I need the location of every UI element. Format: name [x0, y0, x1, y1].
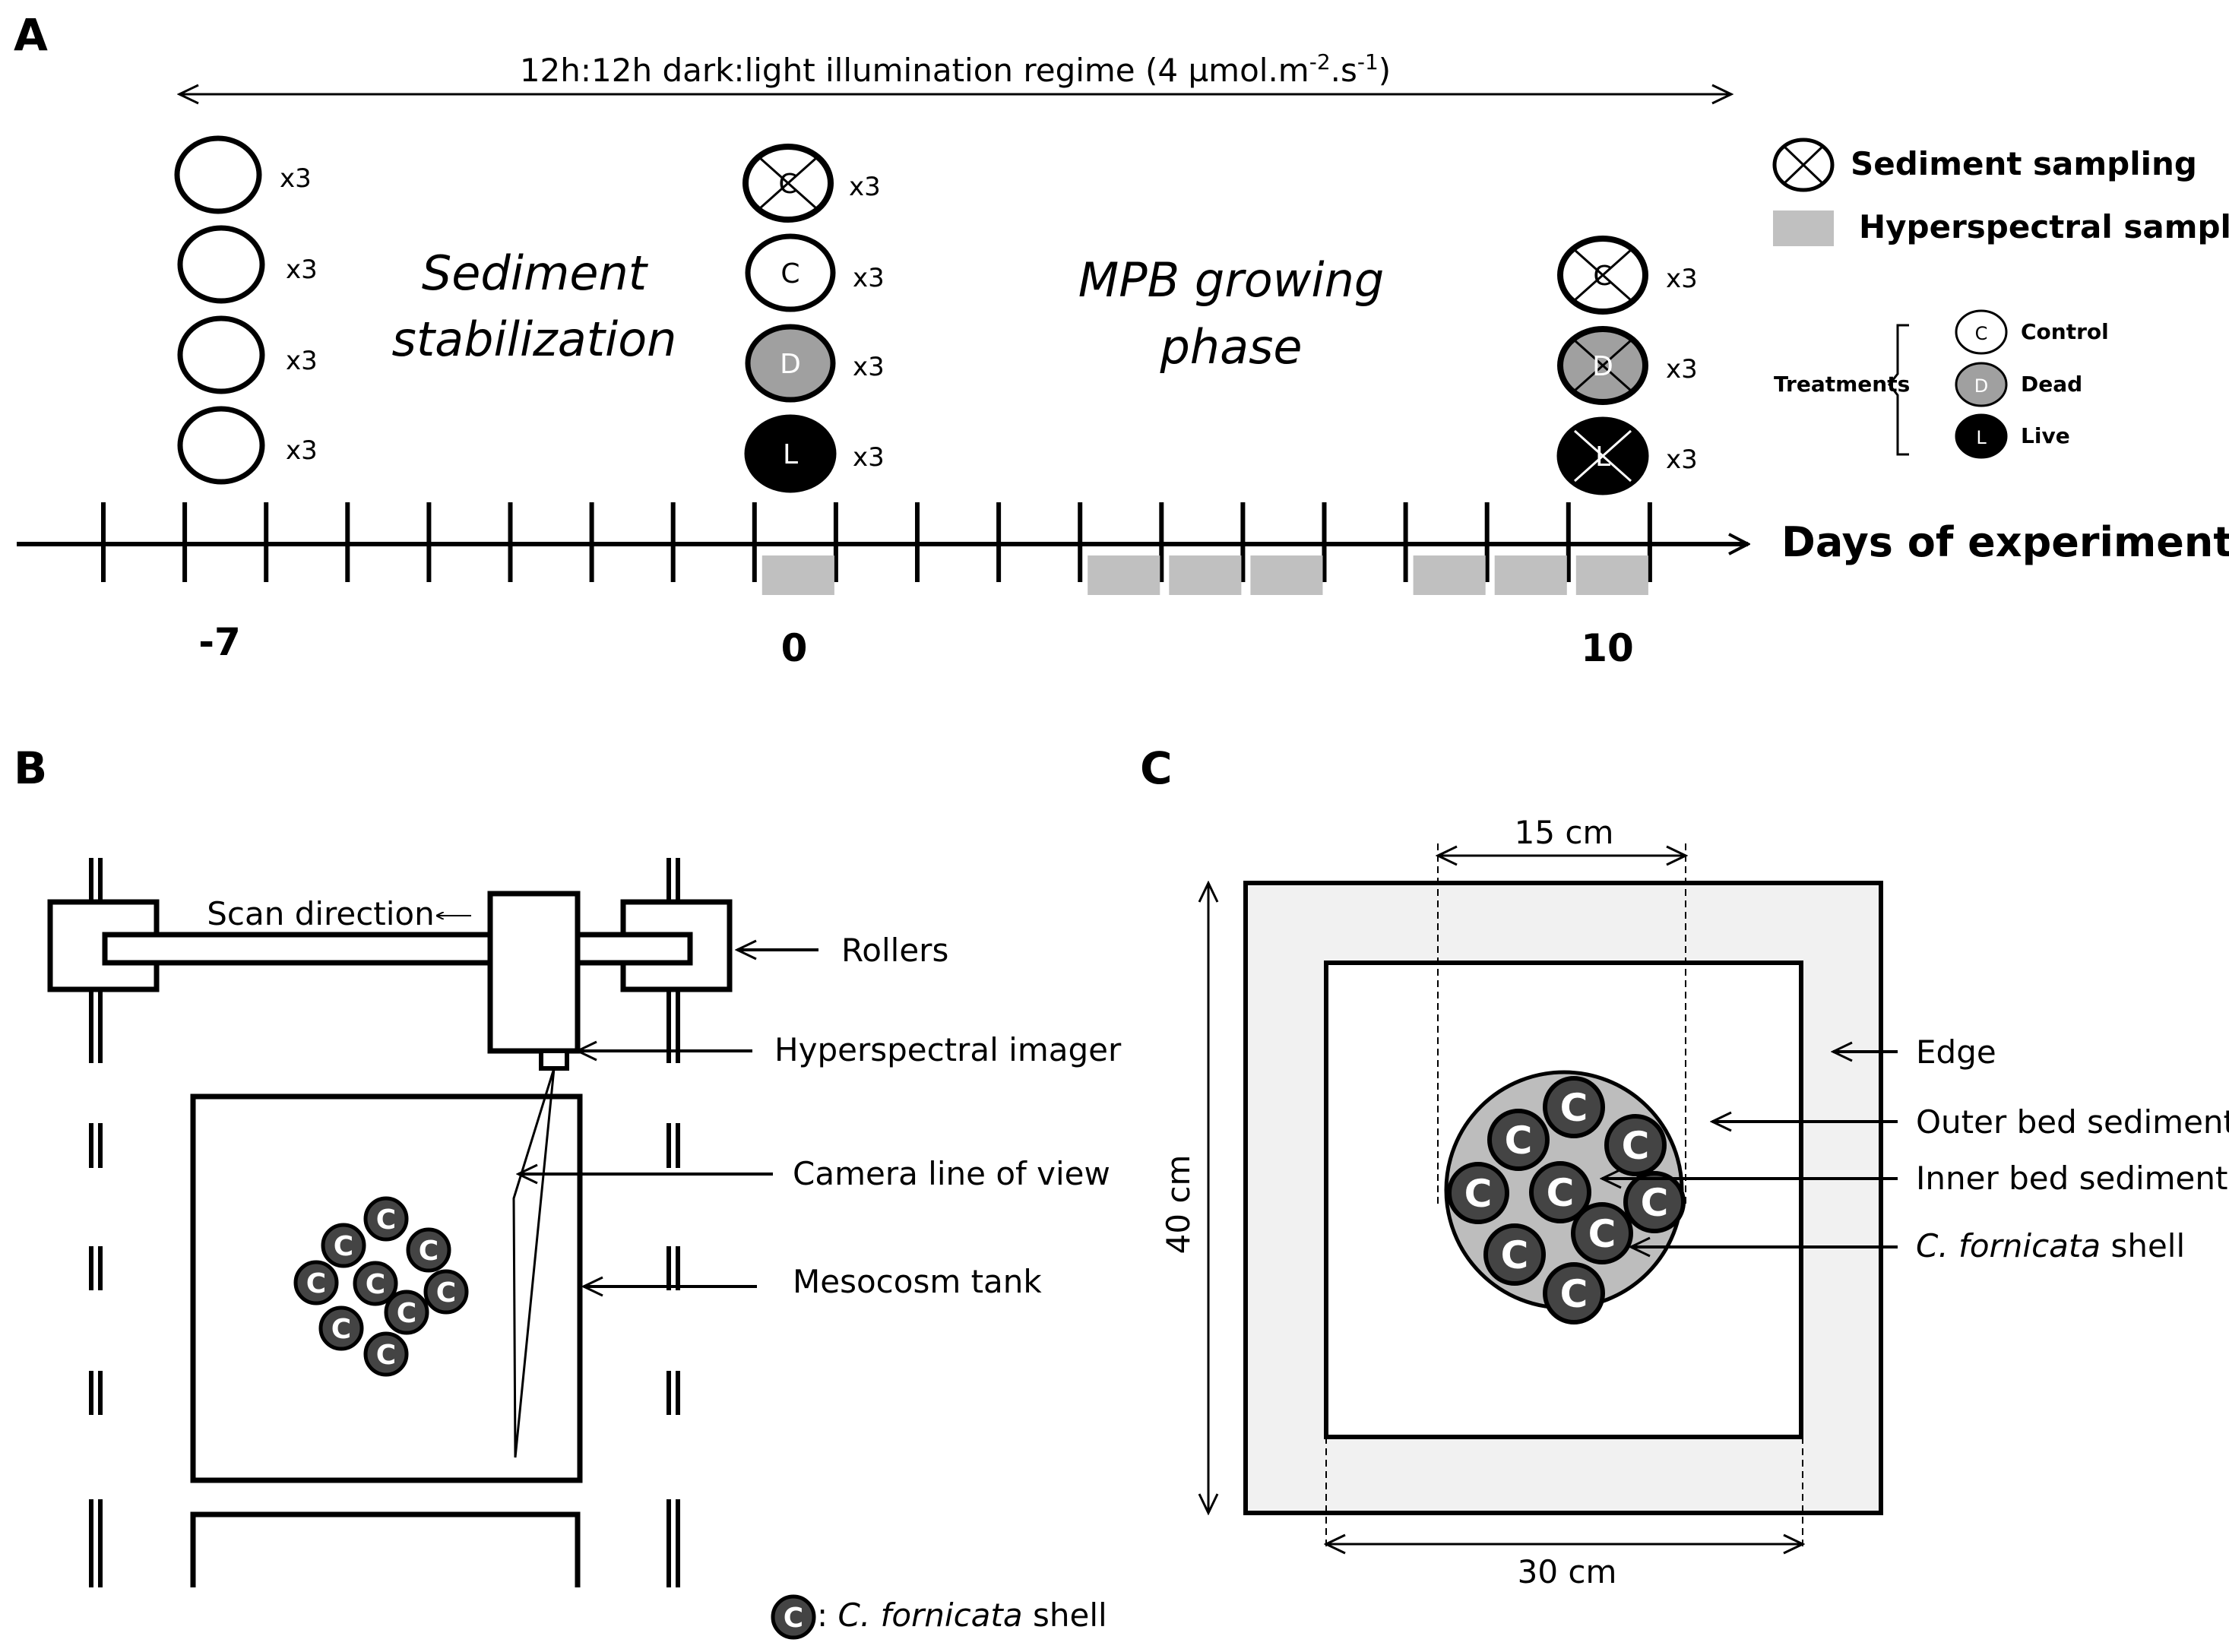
panel-label-b: B: [14, 742, 47, 794]
hyperspectral-block: [1575, 555, 1648, 595]
edge-label: Edge: [1916, 1033, 1996, 1071]
day-10-cores: C D L x3 x3 x3: [1556, 236, 1698, 495]
hyperspectral-block: [1169, 555, 1242, 595]
panel-c: C 15 cm 40 cm 30 cm Edge: [1140, 742, 2229, 1590]
legend-live: Live: [2021, 423, 2070, 448]
panel-label-a: A: [14, 9, 48, 61]
hyperspectral-block: [761, 555, 834, 595]
scan-direction-label: Scan direction: [207, 895, 435, 932]
imager-label: Hyperspectral imager: [774, 1031, 1122, 1068]
multiplier-label: x3: [286, 255, 318, 285]
multiplier-label: x3: [1666, 264, 1698, 294]
outer-bed-sediment: [1324, 961, 1803, 1439]
tick-label-10: 10: [1581, 626, 1634, 670]
multiplier-label: x3: [280, 163, 312, 194]
next-tank: [190, 1511, 581, 1587]
svg-text:C: C: [1975, 323, 1988, 344]
rollers-label: Rollers: [841, 932, 948, 969]
multiplier-label: x3: [853, 263, 885, 293]
hyperspectral-block: [1494, 555, 1567, 595]
multiplier-label: x3: [853, 442, 885, 473]
legend-sediment-sampling: Sediment sampling: [1851, 145, 2197, 182]
panel-label-c: C: [1140, 742, 1173, 794]
outer-bed-label: Outer bed sediment: [1916, 1103, 2229, 1141]
tick-label-minus7: -7: [198, 620, 241, 664]
legend-hyperspectral-sampling: Hyperspectral sampling: [1859, 208, 2229, 245]
dim-40cm-label: 40 cm: [1160, 1155, 1197, 1255]
day-0-cores: C C D L x3 x3 x3 x3: [742, 144, 885, 493]
hyperspectral-imager: [539, 1049, 569, 1071]
multiplier-label: x3: [849, 172, 881, 202]
legend-treatments-label: Treatments: [1774, 372, 1910, 397]
dim-15cm-label: 15 cm: [1515, 814, 1614, 851]
hyperspectral-block: [1088, 555, 1160, 595]
phase-mpb-line1: MPB growing: [1078, 252, 1385, 308]
multiplier-label: x3: [1666, 354, 1698, 385]
shell-symbol: [773, 1597, 814, 1638]
svg-text:D: D: [780, 349, 801, 380]
axis-label: Days of experiment: [1781, 518, 2229, 566]
dim-30cm-label: 30 cm: [1518, 1553, 1617, 1590]
svg-text:D: D: [1592, 351, 1613, 382]
multiplier-label: x3: [853, 352, 885, 382]
phase-sediment-line1: Sediment: [422, 245, 649, 301]
legend-hyperspectral-swatch: [1773, 210, 1834, 246]
svg-text:C: C: [1593, 261, 1612, 292]
panel-b: B Scan direction: [14, 742, 1122, 1638]
treatments-brace: [1888, 324, 1909, 456]
multiplier-label: x3: [286, 346, 318, 376]
regime-label: 12h:12h dark:light illumination regime (…: [520, 49, 1391, 89]
multiplier-label: x3: [1666, 445, 1698, 475]
phase-mpb-line2: phase: [1159, 319, 1302, 375]
imager-carriage: [487, 891, 581, 1054]
svg-text:D: D: [1974, 375, 1988, 397]
day-minus7-cores: x3 x3 x3 x3: [174, 135, 318, 485]
hyperspectral-blocks: [761, 555, 1648, 595]
panel-a: A 12h:12h dark:light illumination regime…: [14, 9, 2229, 670]
multiplier-label: x3: [286, 435, 318, 466]
legend-control: Control: [2021, 319, 2109, 344]
legend-dead: Dead: [2021, 372, 2082, 397]
time-axis-ticks: [101, 502, 1652, 582]
svg-text:C: C: [780, 258, 799, 290]
svg-text:L: L: [1976, 427, 1987, 448]
svg-text:C: C: [778, 169, 797, 200]
left-rail: [89, 858, 103, 1587]
camera-view-label: Camera line of view: [793, 1155, 1110, 1192]
tick-label-0: 0: [781, 626, 808, 670]
hyperspectral-block: [1413, 555, 1486, 595]
camera-line-of-view: [512, 1068, 556, 1458]
hyperspectral-block: [1250, 555, 1323, 595]
svg-text:L: L: [1595, 441, 1610, 473]
shell-label: C. fornicata shell: [1916, 1227, 2185, 1264]
gantry-bar: [102, 932, 693, 966]
svg-text:L: L: [783, 439, 798, 470]
phase-sediment-line2: stabilization: [392, 312, 677, 367]
legend: Sediment sampling Hyperspectral sampling…: [1772, 138, 2229, 459]
inner-bed-label: Inner bed sediment: [1916, 1160, 2227, 1197]
shell-caption: : C. fornicata shell: [817, 1597, 1107, 1634]
tank-label: Mesocosm tank: [793, 1263, 1042, 1300]
